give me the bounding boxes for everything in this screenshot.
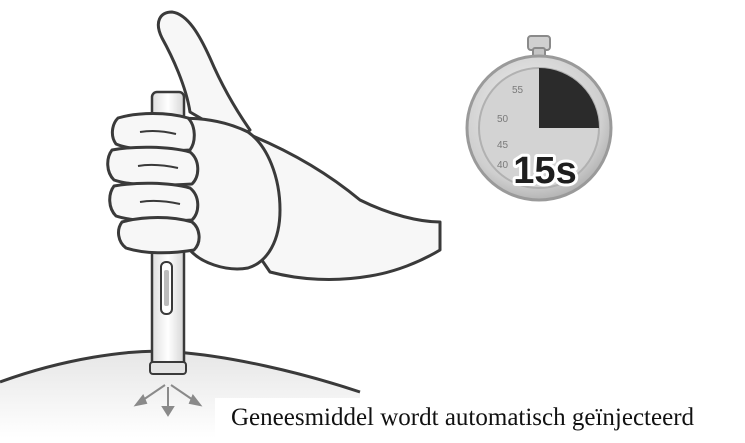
timer-label: 15s [513,150,576,192]
caption-text: Geneesmiddel wordt automatisch geïnjecte… [215,398,745,438]
dial-number: 40 [497,160,509,171]
dial-number: 55 [512,85,524,96]
dial-number: 45 [497,140,509,151]
injection-spread-arrows-icon [133,384,203,417]
elapsed-sector [539,68,599,128]
dial-number: 50 [497,114,509,125]
timer-label-halo: 15s [513,150,576,192]
stopwatch-icon: 55 50 45 40 15s 15s [465,35,613,202]
hand-holding-pen [106,10,442,281]
